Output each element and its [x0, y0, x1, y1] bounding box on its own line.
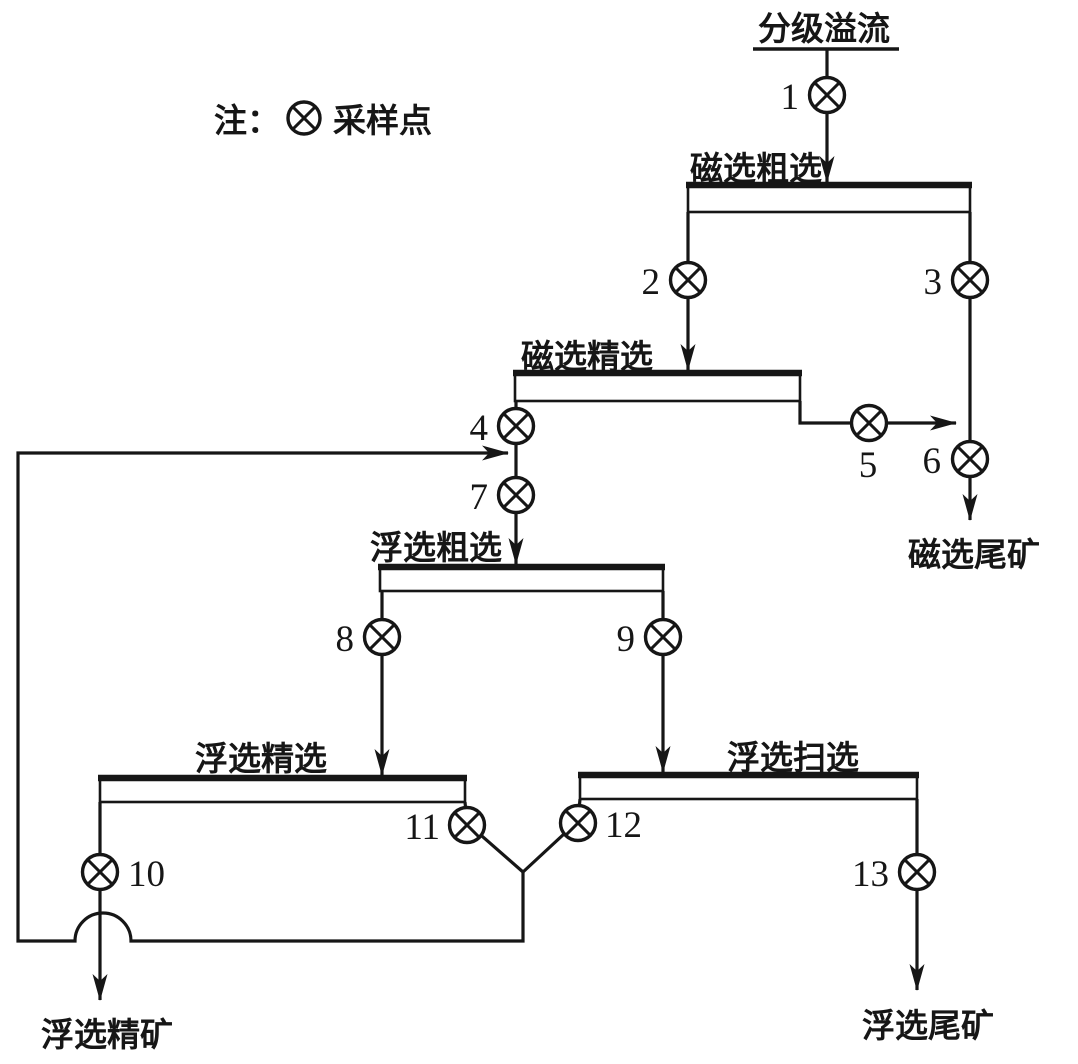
sampling-point-11-cross-icon	[453, 811, 481, 839]
sampling-point-2-cross-icon	[674, 266, 702, 294]
middlings-recycle-line	[16, 445, 525, 943]
flot-scavenger-cell	[578, 773, 919, 801]
sampling-point-5-number: 5	[859, 445, 878, 486]
sampling-point-13-cross-icon	[903, 858, 931, 886]
sampling-point-10-cross-icon	[86, 858, 114, 886]
sampling-point-1-number: 1	[781, 77, 800, 118]
sampling-point-4-number: 4	[470, 408, 489, 449]
note-text: 采样点	[333, 102, 432, 139]
sampling-point-11-number: 11	[404, 807, 440, 848]
flot-cleaner-cell	[98, 776, 467, 804]
flot-cleaner-label: 浮选精选	[195, 740, 327, 777]
sampling-point-3-number: 3	[924, 262, 943, 303]
sampling-point-3-cross-icon	[956, 266, 984, 294]
sampling-point-7-cross-icon	[502, 481, 530, 509]
sampling-point-4-cross-icon	[502, 412, 530, 440]
flot-tailings-label: 浮选尾矿	[862, 1007, 994, 1044]
sampling-point-1-cross-icon	[813, 81, 841, 109]
sampling-point-legend-cross-icon	[291, 105, 317, 131]
mag-cleaner-middlings-line	[798, 401, 957, 431]
mag-rougher-label: 磁选粗选	[690, 150, 822, 187]
sampling-point-9-number: 9	[617, 619, 636, 660]
process-cells	[98, 181, 972, 804]
sampling-point-6-cross-icon	[956, 445, 984, 473]
flot-rougher-cell	[378, 565, 665, 593]
mag-cleaner-cell	[513, 371, 802, 403]
sampling-point-6-number: 6	[923, 441, 942, 482]
sampling-point-9-cross-icon	[649, 623, 677, 651]
sampling-point-12-cross-icon	[564, 809, 592, 837]
sampling-point-12-number: 12	[605, 805, 642, 846]
flot-rougher-label: 浮选粗选	[370, 529, 502, 566]
sampling-point-10-number: 10	[128, 854, 165, 895]
mag-rougher-cell	[686, 183, 972, 214]
sampling-point-7-number: 7	[470, 477, 489, 518]
sampling-point-13-number: 13	[852, 854, 889, 895]
feed-label: 分级溢流	[758, 10, 890, 47]
flot-scavenger-label: 浮选扫选	[727, 739, 859, 776]
flot-concentrate-label: 浮选精矿	[41, 1016, 173, 1053]
mag-tailings-label: 磁选尾矿	[908, 536, 1040, 573]
sampling-point-2-number: 2	[642, 262, 661, 303]
sampling-point-8-cross-icon	[368, 623, 396, 651]
note-prefix: 注：	[214, 102, 280, 139]
mag-cleaner-label: 磁选精选	[521, 338, 653, 375]
sampling-point-5-cross-icon	[855, 409, 883, 437]
sampling-point-8-number: 8	[336, 619, 355, 660]
sampling-points	[80, 75, 990, 892]
